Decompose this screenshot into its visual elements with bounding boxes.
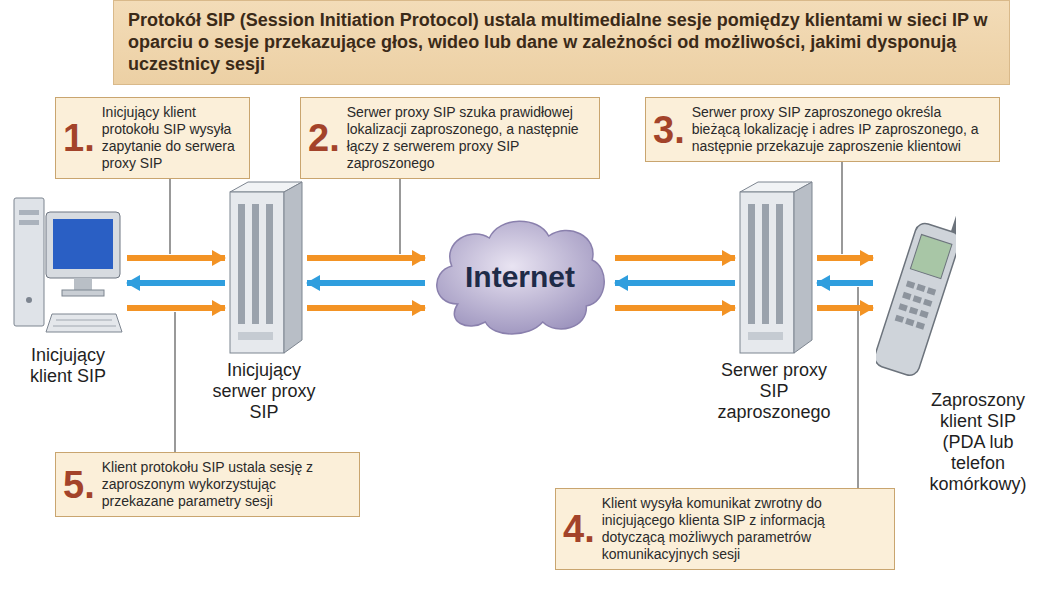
message-arrow <box>307 305 425 311</box>
message-arrow <box>615 280 735 286</box>
message-arrow <box>615 255 735 261</box>
device-caption: Zaproszony klient SIP (PDA lub telefon k… <box>926 390 1030 495</box>
callout-number: 3. <box>653 111 685 149</box>
callout-text: Klient wysyła komunikat zwrotny do inicj… <box>602 495 885 563</box>
cloud-label-area: Internet <box>428 212 612 342</box>
callout-text: Serwer proxy SIP zaproszonego określa bi… <box>692 104 990 155</box>
callout-box: 4.Klient wysyła komunikat zwrotny do ini… <box>555 488 895 570</box>
title-band: Protokół SIP (Session Initiation Protoco… <box>113 0 1010 85</box>
proxy-server: Serwer proxy SIP zaproszonego <box>738 180 814 355</box>
message-arrow <box>127 255 225 261</box>
leader-line <box>174 312 175 452</box>
diagram-title: Protokół SIP (Session Initiation Protoco… <box>128 9 995 75</box>
mobile-phone: Zaproszony klient SIP (PDA lub telefon k… <box>876 190 956 385</box>
server-icon <box>228 180 304 355</box>
message-arrow <box>817 305 873 311</box>
callout-box: 5.Klient protokołu SIP ustala sesję z za… <box>55 452 360 517</box>
proxy-server: Inicjujący serwer proxy SIP <box>228 180 304 355</box>
internet-cloud: Internet <box>428 212 612 342</box>
message-arrow <box>127 305 225 311</box>
leader-line <box>399 179 400 254</box>
callout-box: 3.Serwer proxy SIP zaproszonego określa … <box>645 97 1000 162</box>
message-arrow <box>127 280 225 286</box>
message-arrow <box>307 255 425 261</box>
message-arrow <box>817 280 873 286</box>
callout-number: 5. <box>63 466 95 504</box>
message-arrow <box>615 305 735 311</box>
cloud-label: Internet <box>465 260 575 294</box>
leader-line <box>857 287 858 488</box>
device-caption: Inicjujący klient SIP <box>8 345 128 387</box>
callout-text: Klient protokołu SIP ustala sesję z zapr… <box>102 459 350 510</box>
callout-text: Serwer proxy SIP szuka prawidłowej lokal… <box>347 104 590 172</box>
callout-number: 2. <box>308 119 340 157</box>
callout-number: 1. <box>63 119 95 157</box>
pc-icon <box>12 190 124 340</box>
message-arrow <box>817 255 873 261</box>
callout-box: 1.Inicjujący klient protokołu SIP wysyła… <box>55 97 250 179</box>
leader-line <box>841 162 842 254</box>
callout-text: Inicjujący klient protokołu SIP wysyła z… <box>102 104 240 172</box>
phone-icon <box>876 190 956 385</box>
device-caption: Serwer proxy SIP zaproszonego <box>707 360 841 423</box>
client-computer: Inicjujący klient SIP <box>12 190 124 340</box>
leader-line <box>169 179 170 254</box>
server-icon <box>738 180 814 355</box>
device-caption: Inicjujący serwer proxy SIP <box>202 360 326 423</box>
message-arrow <box>307 280 425 286</box>
callout-box: 2.Serwer proxy SIP szuka prawidłowej lok… <box>300 97 600 179</box>
callout-number: 4. <box>563 510 595 548</box>
